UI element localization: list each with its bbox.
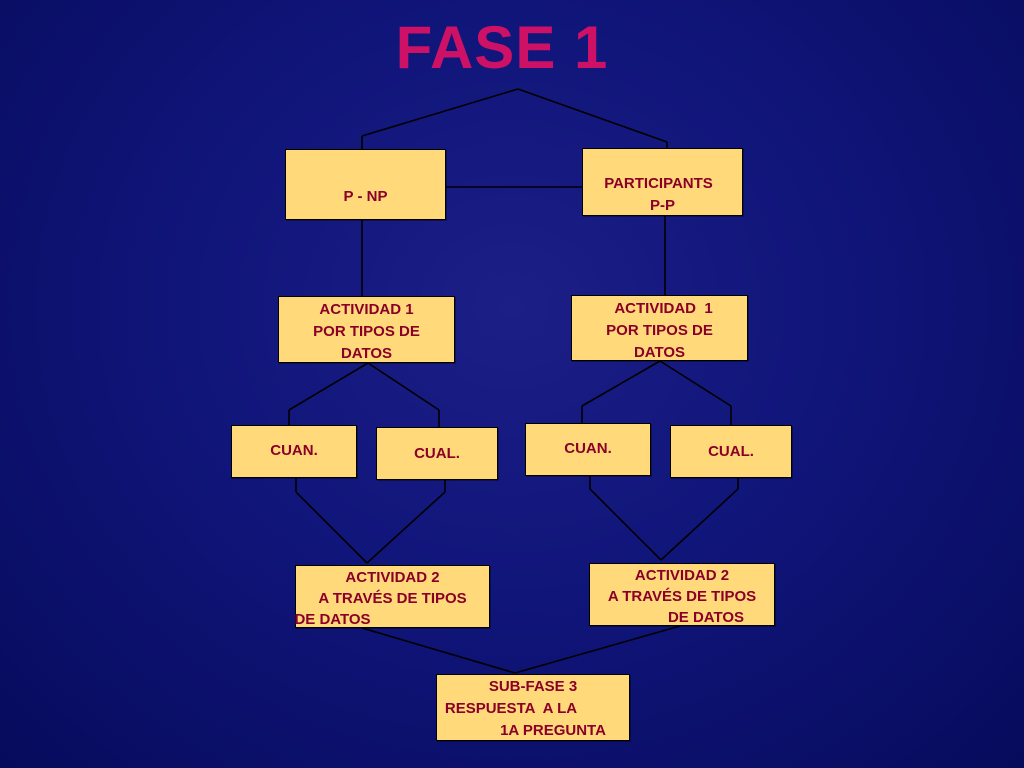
box-line: PARTICIPANTS: [604, 175, 713, 192]
box-line: A TRAVÉS DE TIPOS: [318, 590, 467, 607]
box-line: DE DATOS: [294, 611, 371, 628]
box-actividad-1-right: ACTIVIDAD 1 POR TIPOS DE DATOS: [571, 295, 748, 361]
connector-act1r-to-cuan: [581, 360, 661, 407]
box-actividad-2-left: ACTIVIDAD 2 A TRAVÉS DE TIPOS DE DATOS: [294, 565, 490, 628]
box-line: DATOS: [633, 344, 686, 361]
box-line: ACTIVIDAD 1: [319, 301, 414, 318]
box-participants: PARTICIPANTS P-P: [582, 148, 743, 216]
box-line: CUAL.: [414, 445, 460, 462]
box-line: P - NP: [343, 188, 388, 205]
box-line: RESPUESTA A LA: [444, 700, 578, 717]
box-line: POR TIPOS DE: [606, 322, 713, 339]
slide-title: FASE 1: [395, 14, 609, 81]
box-cuan-left: CUAN.: [231, 425, 357, 478]
box-cuan-right: CUAN.: [525, 423, 651, 476]
box-line: 1A PREGUNTA: [500, 722, 606, 739]
box-line: DE DATOS: [667, 609, 745, 626]
box-line: ACTIVIDAD 2: [345, 569, 440, 586]
connector-act2l-to-subfase: [361, 627, 516, 674]
box-line: ACTIVIDAD 1: [614, 300, 713, 317]
connector-act1r-to-cual: [659, 360, 732, 407]
box-actividad-2-right: ACTIVIDAD 2 A TRAVÉS DE TIPOS DE DATOS: [589, 563, 775, 626]
connector-cuanl-to-act2: [295, 491, 368, 564]
box-line: CUAL.: [708, 443, 754, 460]
connector-act1l-to-cual: [367, 362, 440, 411]
connector-cuall-to-act2: [366, 491, 446, 564]
connector-cuanr-to-act2: [589, 488, 662, 561]
connector-act2r-to-subfase: [514, 625, 681, 674]
box-cual-left: CUAL.: [376, 427, 498, 480]
box-line: POR TIPOS DE: [313, 323, 420, 340]
box-line: A TRAVÉS DE TIPOS: [607, 588, 757, 605]
connector-cualr-to-act2: [660, 488, 739, 561]
box-cual-right: CUAL.: [670, 425, 792, 478]
box-sub-fase-3: SUB-FASE 3 RESPUESTA A LA 1A PREGUNTA: [436, 674, 630, 741]
connector-apex-left: [361, 88, 519, 137]
box-line: DATOS: [340, 345, 393, 362]
box-p-np: P - NP: [285, 149, 446, 220]
box-line: SUB-FASE 3: [488, 678, 578, 695]
box-line: CUAN.: [270, 442, 318, 459]
box-line: ACTIVIDAD 2: [634, 567, 730, 584]
connector-act1l-to-cuan: [288, 362, 369, 411]
box-line: P-P: [649, 197, 675, 214]
box-line: CUAN.: [564, 440, 612, 457]
connector-apex-right: [517, 88, 668, 143]
box-actividad-1-left: ACTIVIDAD 1 POR TIPOS DE DATOS: [278, 296, 455, 363]
